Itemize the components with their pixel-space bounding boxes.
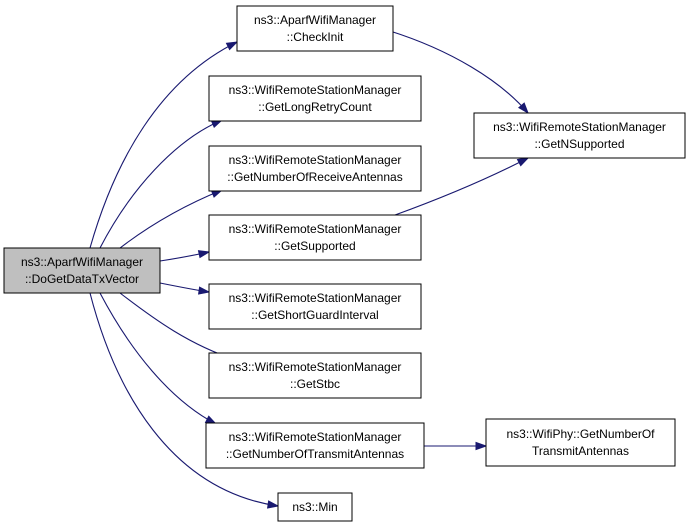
- node-label: ns3::WifiPhy::GetNumberOf: [506, 427, 655, 441]
- node-label: ::CheckInit: [287, 30, 344, 44]
- node-box: [208, 145, 422, 192]
- node-box: [485, 418, 676, 467]
- node-label: ::GetSupported: [274, 239, 355, 253]
- edge-arrowhead: [518, 102, 529, 115]
- node-label: ns3::WifiRemoteStationManager: [229, 291, 402, 305]
- edge-root-to-longretry: [99, 119, 224, 249]
- node-phytxant[interactable]: ns3::WifiPhy::GetNumberOfTransmitAntenna…: [485, 418, 676, 467]
- node-label: ::GetNSupported: [534, 137, 624, 151]
- edge-arrowhead: [475, 441, 488, 451]
- node-label: ::GetStbc: [290, 377, 340, 391]
- node-label: ns3::WifiRemoteStationManager: [229, 83, 402, 97]
- node-box: [205, 422, 425, 469]
- node-box: [208, 283, 422, 330]
- node-label: ns3::AparfWifiManager: [21, 255, 143, 269]
- edge-txant-to-phytxant: [424, 441, 488, 451]
- node-label: ::GetLongRetryCount: [258, 100, 372, 114]
- node-label: ::DoGetDataTxVector: [25, 272, 139, 286]
- edge-line: [394, 157, 529, 216]
- node-label: ::GetShortGuardInterval: [251, 308, 378, 322]
- node-txant[interactable]: ns3::WifiRemoteStationManager::GetNumber…: [205, 422, 425, 469]
- node-label: ns3::WifiRemoteStationManager: [229, 430, 402, 444]
- node-min[interactable]: ns3::Min: [277, 492, 353, 522]
- edge-line: [89, 292, 279, 507]
- node-box: [236, 5, 394, 52]
- node-label: ns3::WifiRemoteStationManager: [229, 222, 402, 236]
- call-nodes: ns3::AparfWifiManager::DoGetDataTxVector…: [3, 5, 686, 522]
- node-label: ::GetNumberOfTransmitAntennas: [226, 447, 404, 461]
- edge-supported-to-nsupported: [394, 157, 530, 216]
- edge-arrowhead: [225, 41, 239, 51]
- edge-root-to-supported: [159, 250, 211, 262]
- node-longretry[interactable]: ns3::WifiRemoteStationManager::GetLongRe…: [208, 75, 422, 122]
- edge-arrowhead: [516, 157, 530, 167]
- node-box: [3, 247, 161, 294]
- node-label: ns3::WifiRemoteStationManager: [229, 360, 402, 374]
- edge-arrowhead: [266, 500, 280, 509]
- edge-root-to-sgi: [159, 282, 211, 295]
- node-stbc[interactable]: ns3::WifiRemoteStationManager::GetStbc: [208, 352, 422, 399]
- node-label: ::GetNumberOfReceiveAntennas: [227, 170, 402, 184]
- node-box: [208, 352, 422, 399]
- edge-arrowhead: [197, 250, 211, 259]
- edge-root-to-recvant: [119, 189, 224, 249]
- node-label: ns3::WifiRemoteStationManager: [229, 153, 402, 167]
- node-label: TransmitAntennas: [532, 444, 629, 458]
- node-label: ns3::Min: [292, 500, 337, 514]
- node-root[interactable]: ns3::AparfWifiManager::DoGetDataTxVector: [3, 247, 161, 294]
- node-label: ns3::AparfWifiManager: [254, 13, 376, 27]
- edge-checkinit-to-nsupported: [389, 30, 529, 115]
- edge-root-to-txant: [99, 292, 218, 425]
- edge-line: [119, 189, 223, 249]
- node-box: [277, 492, 353, 522]
- edge-root-to-checkinit: [89, 41, 239, 249]
- node-label: ns3::WifiRemoteStationManager: [493, 120, 666, 134]
- node-checkinit[interactable]: ns3::AparfWifiManager::CheckInit: [236, 5, 394, 52]
- edge-line: [99, 119, 223, 249]
- node-supported[interactable]: ns3::WifiRemoteStationManager::GetSuppor…: [208, 214, 422, 261]
- edge-line: [89, 41, 238, 249]
- edge-root-to-min: [89, 292, 280, 509]
- edge-line: [99, 292, 217, 425]
- node-box: [208, 214, 422, 261]
- node-box: [208, 75, 422, 122]
- node-recvant[interactable]: ns3::WifiRemoteStationManager::GetNumber…: [208, 145, 422, 192]
- edge-line: [389, 30, 529, 114]
- node-sgi[interactable]: ns3::WifiRemoteStationManager::GetShortG…: [208, 283, 422, 330]
- node-box: [473, 112, 686, 159]
- edge-arrowhead: [198, 286, 211, 295]
- node-nsupported[interactable]: ns3::WifiRemoteStationManager::GetNSuppo…: [473, 112, 686, 159]
